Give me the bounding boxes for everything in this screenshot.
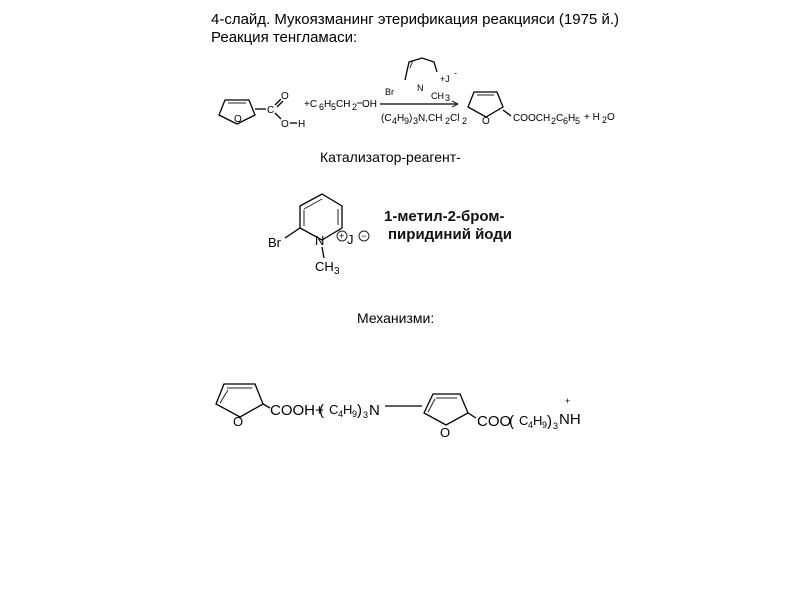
svg-text:+: +	[339, 231, 344, 241]
svg-text:H: H	[533, 413, 542, 428]
svg-text:4: 4	[338, 409, 343, 419]
nitrogen-atom: N	[315, 233, 324, 248]
reaction-conditions: (C 4 H 9 ) 3 N,CH 2 Cl 2	[381, 113, 467, 126]
svg-text:): )	[409, 113, 412, 124]
catalyst-name-line-1: 1-метил-2-бром-	[384, 208, 505, 225]
svg-text:H: H	[324, 99, 331, 110]
svg-text:2: 2	[352, 102, 357, 112]
svg-text:4: 4	[392, 116, 397, 126]
acid-oxygen-double: O	[281, 91, 289, 102]
svg-text:N: N	[369, 402, 380, 419]
catalyst-structure: Br N + J − CH 3 1-метил-2-бром- пиридини…	[268, 193, 512, 277]
svg-text:COOH+: COOH+	[270, 402, 324, 419]
catalyst-above-arrow: Br N +J - CH 3	[385, 57, 457, 103]
furan-ring-mechanism-left: O	[215, 383, 264, 429]
ring-oxygen: O	[234, 114, 242, 125]
benzyl-ester: COOCH 2 C 6 H 5	[513, 113, 580, 126]
svg-text:O: O	[440, 425, 450, 440]
svg-text:6: 6	[563, 116, 568, 126]
svg-text:CH: CH	[336, 99, 350, 110]
svg-text:COO: COO	[477, 413, 511, 430]
svg-text:6: 6	[319, 102, 324, 112]
iodide-atom: J	[347, 232, 354, 247]
svg-text:3: 3	[363, 410, 368, 420]
catalyst-name-line-2: пиридиний йоди	[388, 226, 512, 243]
ammonium-salt: COO ( C 4 H 9 ) 3 NH +	[477, 396, 581, 431]
svg-text:H: H	[568, 113, 575, 124]
svg-text:+J: +J	[440, 74, 450, 84]
bromine-atom: Br	[268, 235, 282, 250]
positive-charge-icon	[336, 230, 348, 242]
svg-text:(C: (C	[381, 113, 392, 124]
mechanism-label: Механизми:	[357, 310, 435, 326]
svg-text:3: 3	[553, 421, 558, 431]
negative-charge-icon	[358, 230, 370, 242]
svg-text:2: 2	[445, 116, 450, 126]
svg-text:3: 3	[445, 93, 450, 103]
product-ring-oxygen: O	[482, 116, 490, 127]
svg-text:4: 4	[528, 420, 533, 430]
slide-title: 4-слайд. Мукоязманинг этерификация реакц…	[211, 11, 619, 47]
svg-text:): )	[547, 413, 552, 430]
svg-text:+C: +C	[304, 99, 317, 110]
svg-text:−: −	[361, 231, 366, 241]
svg-text:5: 5	[575, 116, 580, 126]
methyl-group: CH	[315, 259, 334, 274]
svg-text:C: C	[519, 413, 528, 428]
svg-text:CH: CH	[431, 91, 444, 101]
acid-oxygen-hydroxyl: O	[281, 119, 289, 130]
acid-carbon: C	[267, 105, 274, 116]
svg-text:+: +	[565, 396, 570, 406]
svg-text:OH: OH	[362, 99, 377, 110]
svg-text:): )	[357, 402, 362, 419]
svg-text:NH: NH	[559, 411, 581, 428]
svg-text:2: 2	[602, 115, 607, 125]
svg-text:(: (	[509, 413, 514, 430]
svg-text:Br: Br	[385, 87, 394, 97]
svg-text:3: 3	[334, 266, 340, 277]
svg-text:9: 9	[352, 409, 357, 419]
svg-text:H: H	[343, 402, 352, 417]
svg-text:3: 3	[413, 116, 418, 126]
svg-text:9: 9	[542, 420, 547, 430]
svg-text:H: H	[397, 113, 404, 124]
svg-text:O: O	[607, 112, 615, 123]
furan-ring-left: O	[218, 99, 256, 125]
acid-hydrogen: H	[298, 119, 305, 130]
title-line-2: Реакция тенгламаси:	[211, 29, 358, 46]
acid-plus-amine: COOH+ ( C 4 H 9 ) 3 N	[270, 402, 380, 420]
water-product: + H 2 O	[584, 112, 615, 125]
svg-text:9: 9	[404, 116, 409, 126]
svg-text:COOCH: COOCH	[513, 113, 550, 124]
svg-text:5: 5	[331, 102, 336, 112]
svg-text:N,CH: N,CH	[418, 113, 442, 124]
reaction-equation: O C O O H +C 6 H 5 CH 2 OH Br N +J - CH …	[218, 57, 615, 130]
svg-text:2: 2	[551, 116, 556, 126]
svg-text:-: -	[454, 68, 457, 78]
catalyst-label: Катализатор-реагент-	[320, 149, 461, 165]
mechanism-equation: O COOH+ ( C 4 H 9 ) 3 N O COO ( C 4 H 9 …	[215, 383, 581, 440]
svg-text:N: N	[417, 83, 424, 93]
svg-text:C: C	[329, 402, 338, 417]
benzyl-alcohol: +C 6 H 5 CH 2 OH	[304, 99, 377, 112]
svg-text:C: C	[556, 113, 563, 124]
svg-text:Cl: Cl	[450, 113, 459, 124]
title-line-1: 4-слайд. Мукоязманинг этерификация реакц…	[211, 11, 619, 28]
svg-text:+ H: + H	[584, 112, 600, 123]
furan-ring-mechanism-right: O	[423, 393, 469, 440]
svg-text:2: 2	[462, 116, 467, 126]
svg-text:O: O	[233, 414, 243, 429]
furan-ring-product: O	[467, 91, 512, 127]
svg-text:(: (	[319, 402, 324, 419]
